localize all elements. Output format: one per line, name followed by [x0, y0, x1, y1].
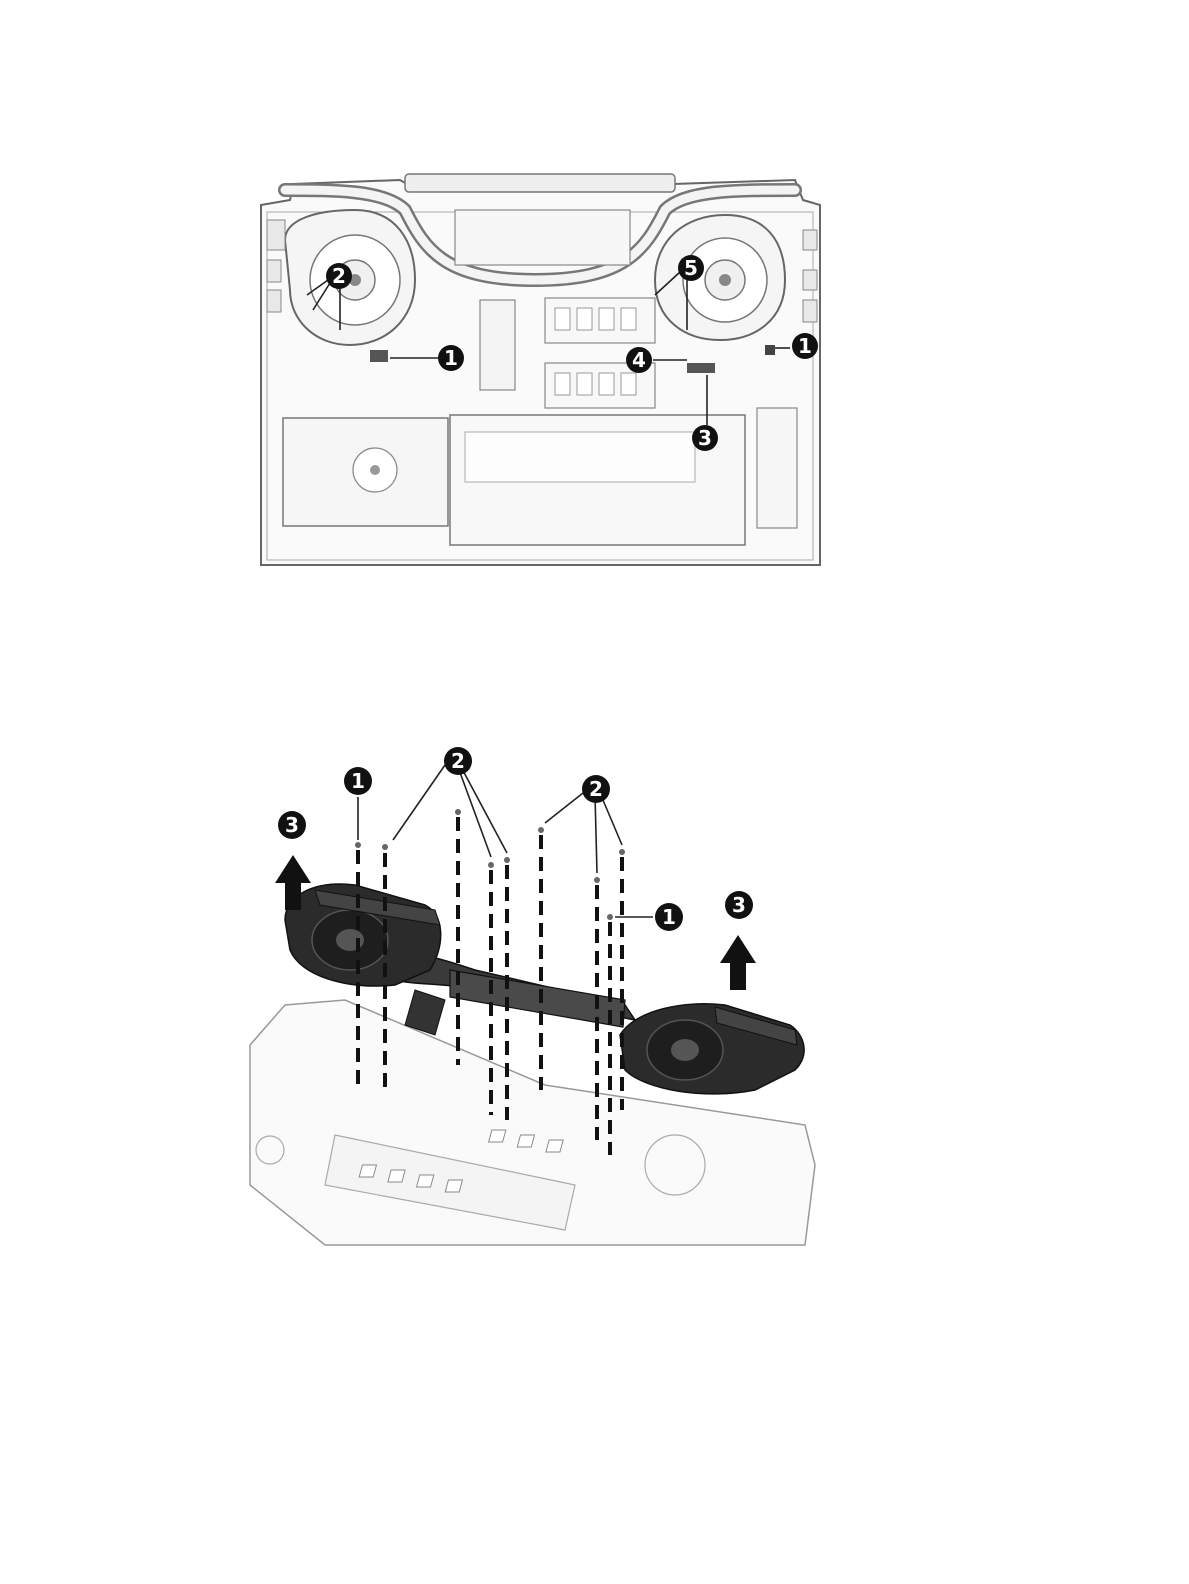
- callout-2-left: 2: [444, 747, 472, 775]
- svg-text:3: 3: [732, 893, 746, 917]
- svg-text:2: 2: [451, 749, 465, 773]
- lift-arrow-right: [720, 935, 756, 990]
- top-illustration: 1 1 2 3 4 5: [255, 170, 825, 575]
- heat-sink-removal-view: 1 1 2 2 3 3: [245, 745, 825, 1255]
- callout-1-right: 1: [792, 333, 818, 359]
- callout-1-left: 1: [344, 767, 372, 795]
- callout-1-right: 1: [655, 903, 683, 931]
- callout-2: 2: [326, 263, 352, 289]
- svg-text:3: 3: [285, 813, 299, 837]
- callout-3: 3: [692, 425, 718, 451]
- callout-3-left: 3: [278, 811, 306, 839]
- svg-text:3: 3: [698, 426, 712, 450]
- cable-connector: [687, 363, 715, 373]
- callout-5: 5: [678, 255, 704, 281]
- svg-text:2: 2: [589, 777, 603, 801]
- ssd-module: [757, 408, 797, 528]
- callout-3-right: 3: [725, 891, 753, 919]
- svg-text:1: 1: [798, 334, 812, 358]
- svg-text:4: 4: [632, 348, 646, 372]
- svg-text:1: 1: [444, 346, 458, 370]
- svg-text:1: 1: [351, 769, 365, 793]
- callout-1-left: 1: [438, 345, 464, 371]
- callout-4: 4: [626, 347, 652, 373]
- svg-text:2: 2: [332, 264, 346, 288]
- chassis-top-view: 1 1 2 3 4 5: [255, 170, 825, 575]
- hinge-bar: [405, 174, 675, 192]
- center-board: [455, 210, 630, 265]
- callout-2-right: 2: [582, 775, 610, 803]
- left-fan: [285, 884, 441, 986]
- svg-text:1: 1: [662, 905, 676, 929]
- right-fan: [620, 1004, 804, 1094]
- fan-connector-left: [370, 350, 388, 362]
- bottom-illustration: 1 1 2 2 3 3: [245, 745, 825, 1255]
- svg-text:5: 5: [684, 256, 698, 280]
